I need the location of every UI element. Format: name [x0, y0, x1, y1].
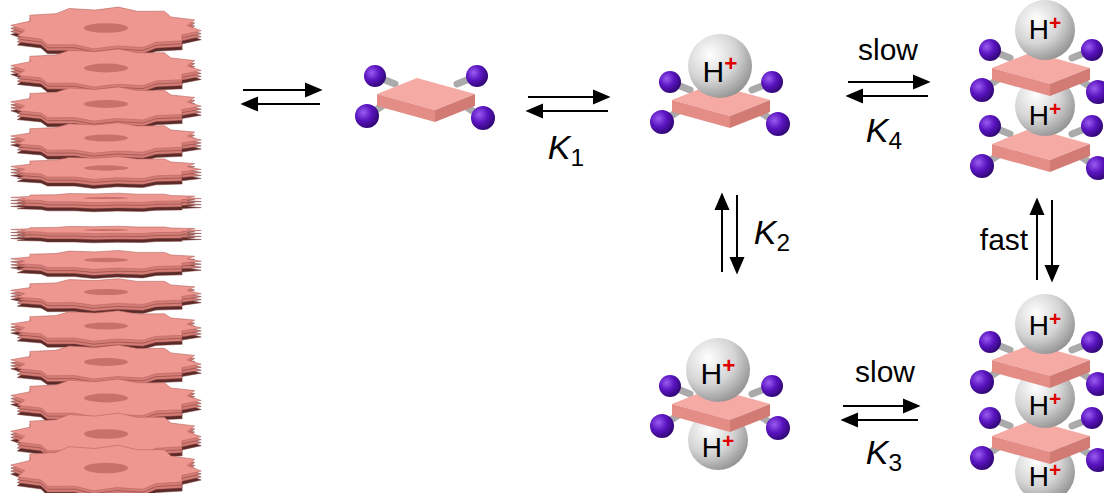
proton-label: H+	[1029, 388, 1062, 420]
rate-label: slow	[855, 357, 915, 387]
equilibrium-constant: K3	[866, 435, 902, 476]
proton-label: H+	[1029, 308, 1062, 340]
proton-label: H+	[701, 355, 736, 388]
proton-label: H+	[703, 53, 738, 86]
equilibrium-constant: K4	[866, 113, 902, 154]
rate-label: slow	[858, 35, 918, 65]
equilibrium-constant: K2	[754, 215, 790, 256]
rate-label: fast	[980, 225, 1028, 255]
proton-label: H+	[1029, 12, 1062, 44]
proton-label: H+	[702, 430, 735, 462]
equilibrium-constant: K1	[548, 130, 584, 171]
proton-label: H+	[1029, 459, 1062, 491]
proton-label: H+	[1029, 98, 1062, 130]
